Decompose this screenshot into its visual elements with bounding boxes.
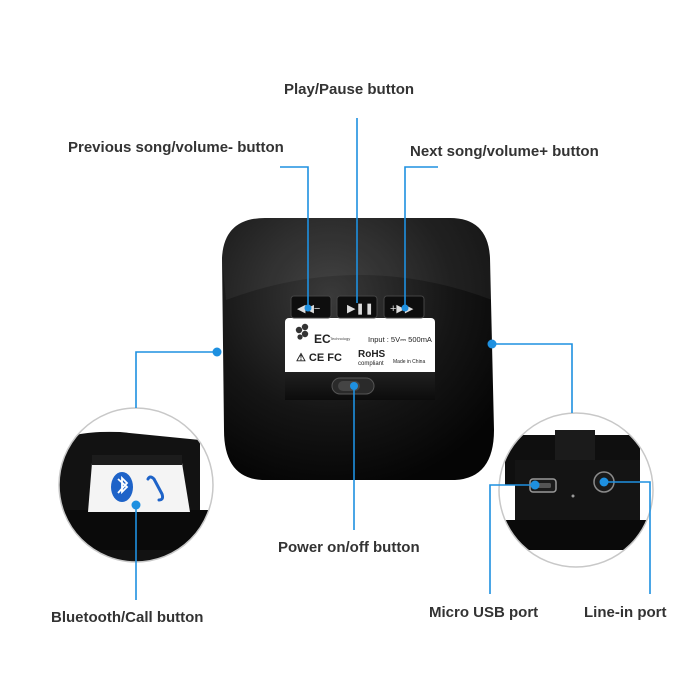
bluetooth-zoom-circle [58, 407, 214, 563]
made-in-text: Made in China [393, 359, 425, 365]
play-pause-button[interactable]: ▶❚❚ [336, 295, 378, 319]
micro-usb-label: Micro USB port [429, 604, 539, 621]
line-in-label: Line-in port [584, 604, 667, 621]
power-label: Power on/off button [278, 539, 420, 556]
input-spec-text: Input : 5V⎓ 500mA [368, 335, 432, 344]
ports-zoom-circle [498, 412, 654, 568]
previous-label: Previous song/volume- button [68, 139, 284, 156]
rohs-sub-text: compliant [358, 361, 384, 367]
callout-lines [135, 118, 651, 600]
rohs-text: RoHS [358, 349, 386, 360]
bluetooth-call-label: Bluetooth/Call button [51, 609, 204, 626]
bluetooth-icon [111, 472, 133, 502]
certification-marks: ⚠ CE FC [296, 352, 342, 364]
phone-icon [146, 475, 165, 502]
brand-sub-text: Technology [330, 336, 350, 341]
next-label: Next song/volume+ button [410, 143, 599, 160]
brand-logo-icon [295, 323, 309, 340]
brand-text: EC [314, 332, 331, 346]
play-pause-label: Play/Pause button [284, 81, 415, 98]
play-pause-icon: ▶❚❚ [347, 303, 374, 315]
